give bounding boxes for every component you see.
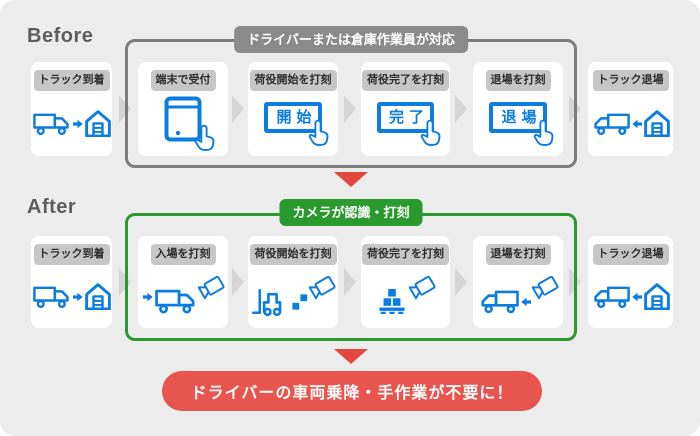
step-label: トラック到着 <box>33 70 110 91</box>
arrow-left-icon <box>631 119 642 129</box>
step-label: 退場を打刻 <box>485 70 551 91</box>
arrow-right-icon <box>142 292 153 301</box>
camera-icon <box>308 276 336 300</box>
before-step-loading-complete-punch: 荷役完了を打刻 完了 <box>361 62 450 156</box>
chevron-right-icon <box>232 268 244 296</box>
tap-hand-icon <box>308 119 328 146</box>
truck-left-icon <box>592 285 630 309</box>
button-text: 退場 <box>501 109 542 126</box>
step-icon-area <box>138 265 228 328</box>
start-button-icon: 開始 <box>264 102 328 146</box>
down-arrow-icon <box>334 172 368 187</box>
button-text: 完了 <box>388 109 429 126</box>
step-icon-area <box>138 91 228 156</box>
after-step-exit-punch: 退場を打刻 <box>473 236 563 328</box>
warehouse-icon <box>643 109 670 138</box>
after-heading: After <box>27 196 77 218</box>
step-label: 端末で受付 <box>150 70 216 91</box>
after-step-entry-punch: 入場を打刻 <box>138 236 228 328</box>
truck-right-icon <box>32 286 69 308</box>
button-text: 開始 <box>276 109 317 126</box>
warehouse-icon <box>84 282 111 311</box>
after-step-truck-arrival: トラック到着 <box>31 236 112 328</box>
step-label: 荷役開始を打刻 <box>249 70 337 91</box>
before-frame-badge: ドライバーまたは倉庫作業員が対応 <box>234 26 468 53</box>
after-frame-badge: カメラが認識・打刻 <box>279 199 423 226</box>
pallet-boxes-icon <box>379 288 405 315</box>
chevron-right-icon <box>455 268 467 296</box>
step-icon-area <box>588 91 673 156</box>
chevron-right-icon <box>232 95 244 123</box>
tap-hand-icon <box>194 124 215 151</box>
step-icon-area <box>31 91 112 156</box>
step-label: トラック退場 <box>592 244 669 265</box>
before-step-loading-start-punch: 荷役開始を打刻 開始 <box>248 62 338 156</box>
before-step-truck-arrival: トラック到着 <box>31 62 112 156</box>
warehouse-icon <box>643 282 670 311</box>
step-label: 退場を打刻 <box>485 244 551 265</box>
before-heading: Before <box>27 25 94 47</box>
after-step-loading-complete-punch: 荷役完了を打刻 <box>361 236 450 328</box>
step-label: 荷役完了を打刻 <box>362 70 449 91</box>
truck-left-icon <box>592 112 630 136</box>
chevron-right-icon <box>344 268 356 296</box>
down-arrow-icon <box>334 349 368 364</box>
step-label: 入場を打刻 <box>150 244 216 265</box>
tap-hand-icon <box>533 119 553 146</box>
arrow-right-icon <box>72 119 83 128</box>
truck-right-icon <box>154 290 194 314</box>
camera-icon <box>531 276 559 300</box>
camera-icon <box>408 276 436 300</box>
step-icon-area <box>361 265 450 328</box>
arrow-left-icon <box>520 297 531 307</box>
before-step-terminal-checkin: 端末で受付 <box>138 62 228 156</box>
chevron-right-icon <box>455 95 467 123</box>
step-icon-area <box>588 265 673 328</box>
truck-left-icon <box>479 289 519 314</box>
tap-hand-icon <box>420 119 441 146</box>
arrow-right-icon <box>72 292 83 301</box>
complete-button-icon: 完了 <box>376 102 441 146</box>
before-step-exit-punch: 退場を打刻 退場 <box>473 62 563 156</box>
step-icon-area <box>473 265 563 328</box>
tablet-icon <box>164 96 215 151</box>
chevron-right-icon <box>344 95 356 123</box>
exit-button-icon: 退場 <box>489 102 553 146</box>
after-step-truck-departure: トラック退場 <box>588 236 673 328</box>
conclusion-banner: ドライバーの車両乗降・手作業が不要に！ <box>162 371 542 411</box>
step-icon-area: 退場 <box>473 91 563 156</box>
boxes-icon <box>291 293 307 310</box>
step-icon-area: 開始 <box>248 91 338 156</box>
step-label: トラック到着 <box>33 244 110 265</box>
step-icon-area: 完了 <box>361 91 450 156</box>
after-step-loading-start-punch: 荷役開始を打刻 <box>248 236 338 328</box>
step-icon-area <box>31 265 112 328</box>
truck-right-icon <box>32 113 69 135</box>
warehouse-icon <box>84 109 111 138</box>
step-label: 荷役開始を打刻 <box>249 244 337 265</box>
before-step-truck-departure: トラック退場 <box>588 62 673 156</box>
camera-icon <box>197 276 225 300</box>
forklift-icon <box>251 288 281 317</box>
step-icon-area <box>248 265 338 328</box>
step-label: 荷役完了を打刻 <box>362 244 449 265</box>
arrow-left-icon <box>631 292 642 302</box>
step-label: トラック退場 <box>592 70 669 91</box>
